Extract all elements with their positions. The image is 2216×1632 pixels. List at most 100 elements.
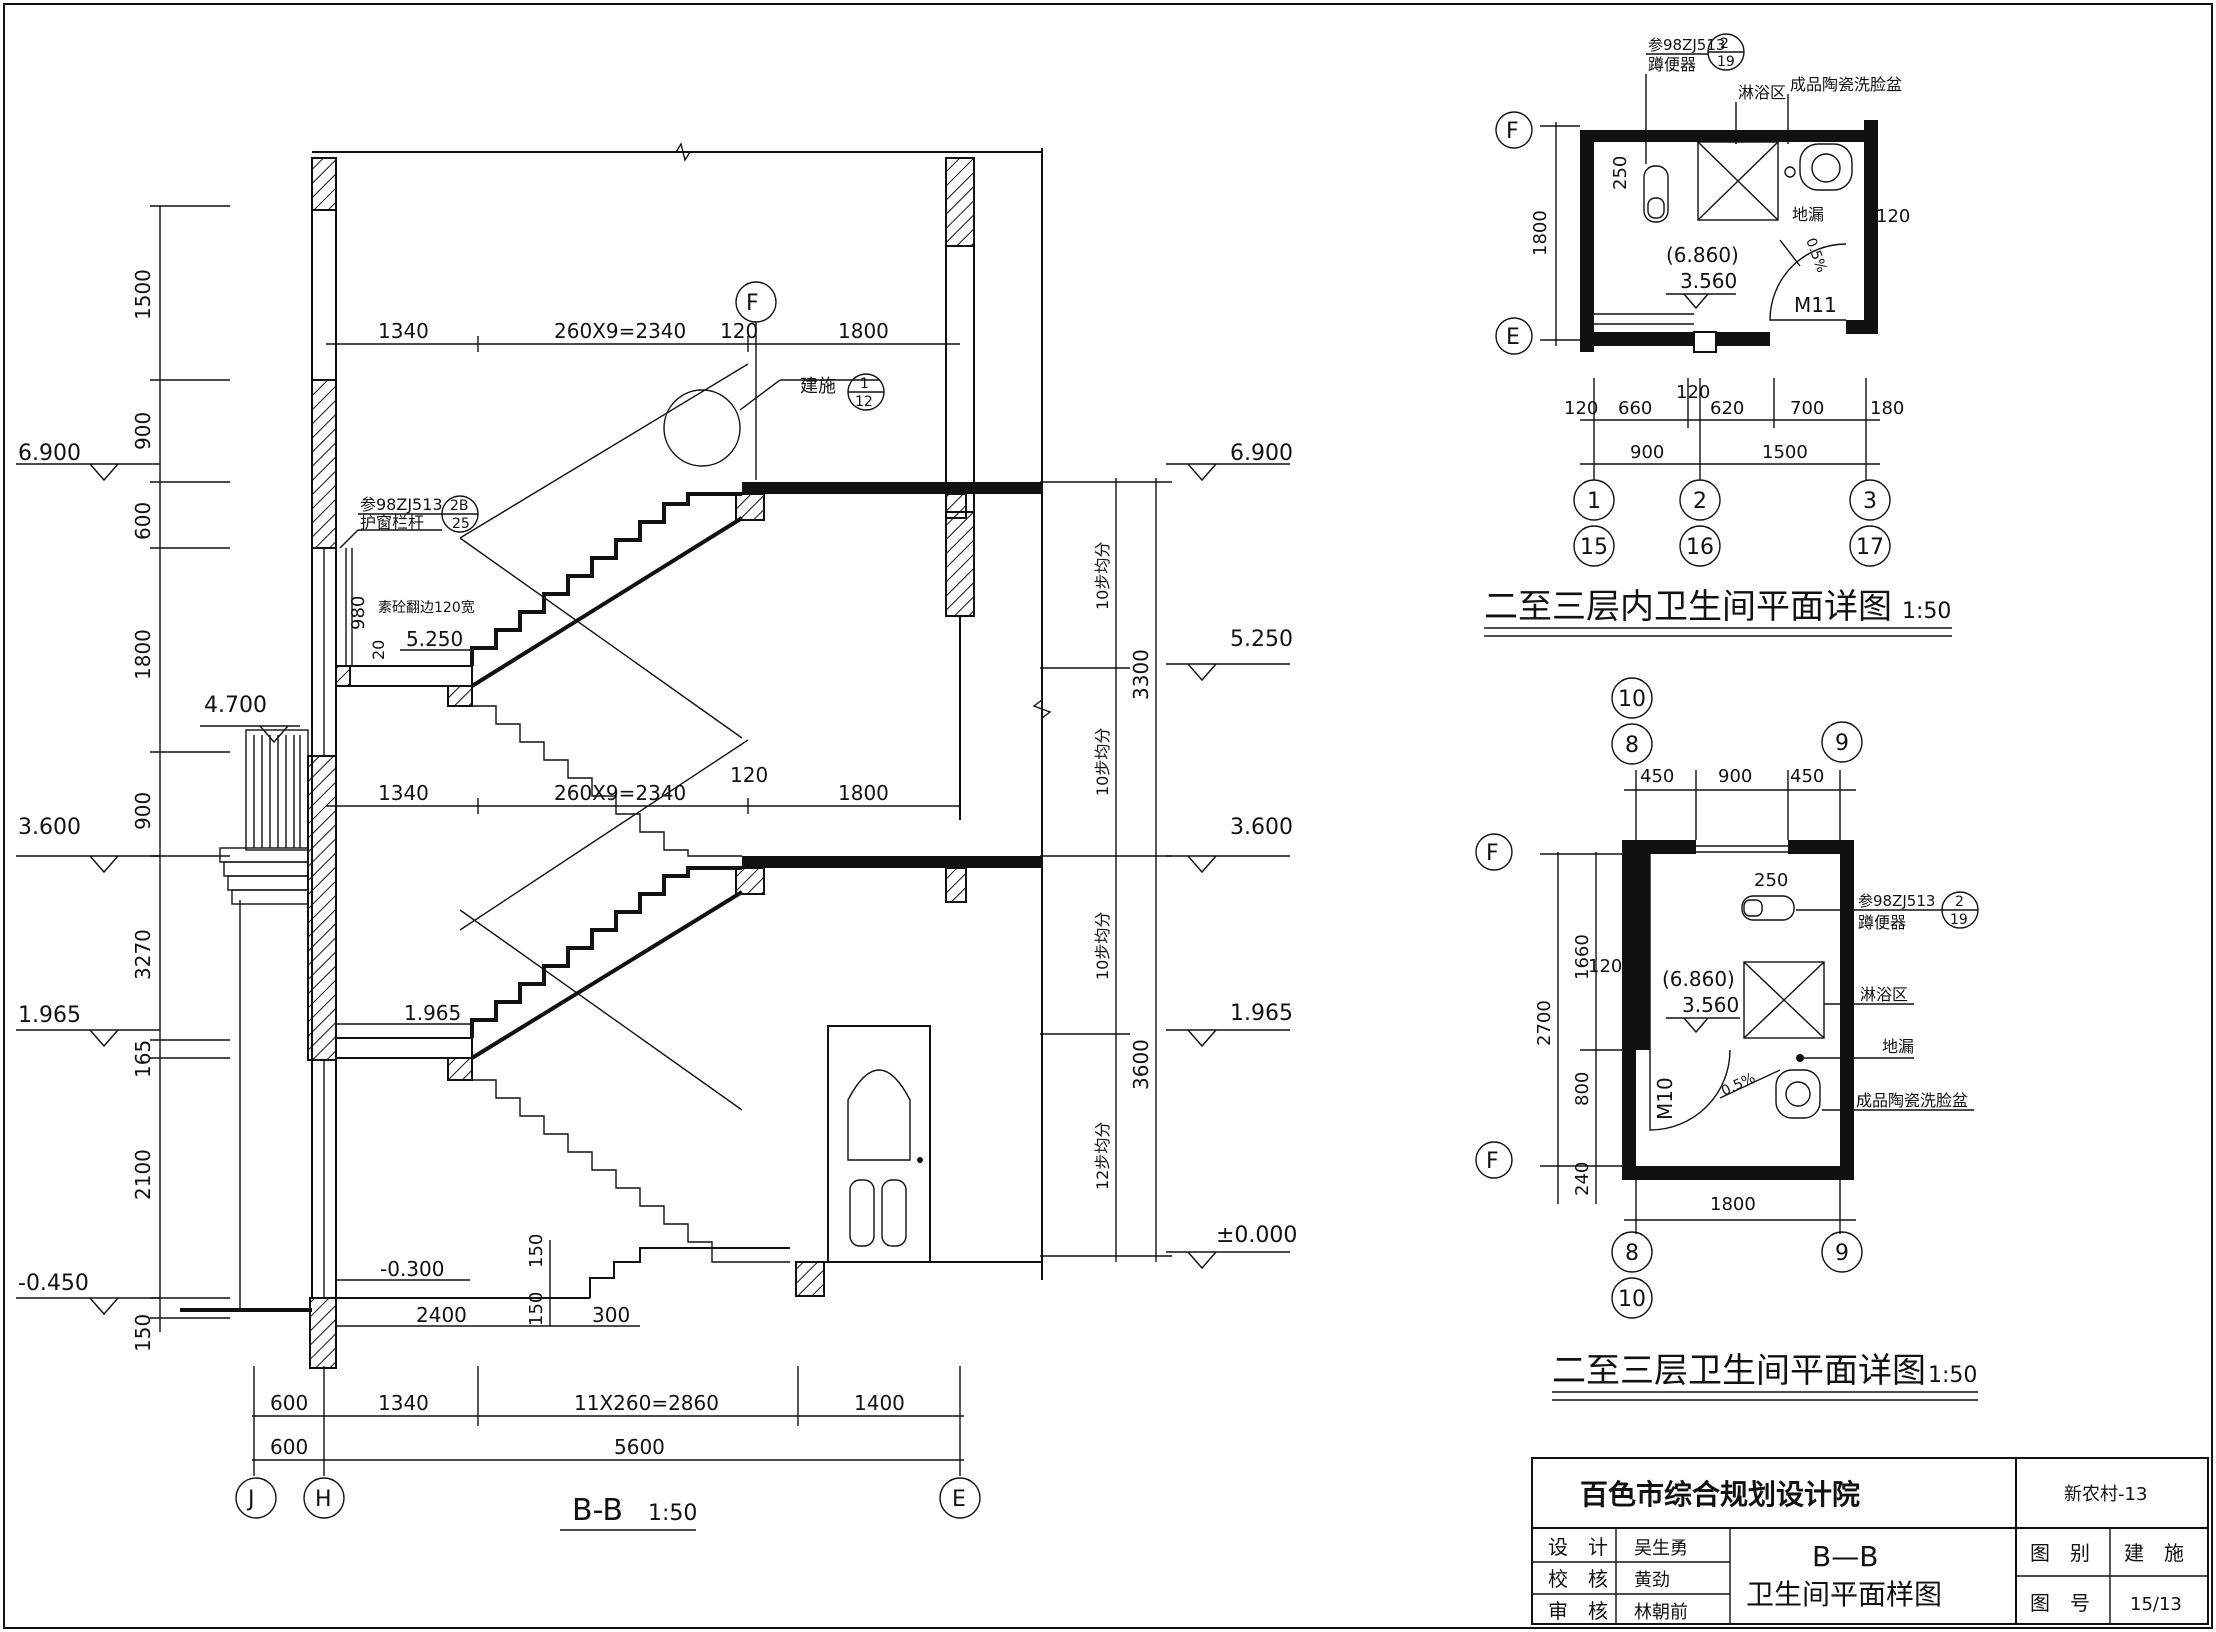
wall-mid-right xyxy=(945,511,975,617)
svg-text:2: 2 xyxy=(1720,36,1729,52)
svg-text:图 号: 图 号 xyxy=(2030,1591,2090,1615)
railing-label: 护窗栏杆 xyxy=(360,513,424,532)
svg-text:3600: 3600 xyxy=(1129,1039,1153,1090)
svg-text:120: 120 xyxy=(730,763,768,787)
door-elevation xyxy=(827,1025,931,1263)
svg-text:3.560: 3.560 xyxy=(1680,269,1737,293)
svg-text:1:50: 1:50 xyxy=(1902,599,1951,624)
svg-text:参98ZJ513: 参98ZJ513 xyxy=(1858,892,1935,910)
svg-text:±0.000: ±0.000 xyxy=(1216,1223,1297,1248)
svg-text:吴生勇: 吴生勇 xyxy=(1634,1538,1688,1559)
svg-text:8: 8 xyxy=(1625,1241,1639,1266)
level-mark-left: 6.900 4.700 3.600 1.965 -0.450 xyxy=(16,441,300,1316)
wall-top-right xyxy=(945,157,975,247)
svg-text:图 别: 图 别 xyxy=(2030,1541,2090,1565)
svg-text:1: 1 xyxy=(1587,489,1601,514)
svg-text:1400: 1400 xyxy=(854,1391,905,1415)
svg-text:260X9=2340: 260X9=2340 xyxy=(554,781,686,805)
svg-text:1800: 1800 xyxy=(838,781,889,805)
svg-text:6.900: 6.900 xyxy=(18,441,81,466)
svg-text:10: 10 xyxy=(1618,687,1646,712)
title-block: 百色市综合规划设计院 新农村-13 设 计 吴生勇 校 核 黄劲 审 核 林朝前… xyxy=(1531,1457,2209,1625)
plan-bathroom: 参98ZJ513 2 19 蹲便器 淋浴区 地漏 成品陶瓷洗脸盆 (6.860)… xyxy=(1475,677,1979,1401)
svg-text:校 核: 校 核 xyxy=(1548,1567,1608,1591)
svg-text:5.250: 5.250 xyxy=(406,627,463,651)
svg-text:淋浴区: 淋浴区 xyxy=(1860,985,1908,1004)
svg-text:参98ZJ513: 参98ZJ513 xyxy=(1648,36,1725,54)
svg-text:E: E xyxy=(952,1487,966,1512)
ref1-label: 建施 xyxy=(800,376,836,397)
svg-text:F: F xyxy=(1486,1149,1499,1174)
svg-text:165: 165 xyxy=(131,1040,155,1078)
svg-text:淋浴区: 淋浴区 xyxy=(1738,83,1786,102)
svg-text:4.700: 4.700 xyxy=(204,693,267,718)
section-title: B-B xyxy=(572,1493,623,1528)
svg-text:700: 700 xyxy=(1790,398,1824,419)
ref2-label: 参98ZJ513 xyxy=(360,495,443,514)
axis-j xyxy=(235,1477,277,1519)
svg-text:900: 900 xyxy=(1718,766,1752,787)
svg-text:1800: 1800 xyxy=(838,319,889,343)
wall-base-left xyxy=(309,1297,337,1369)
svg-text:审 核: 审 核 xyxy=(1548,1599,1608,1623)
floor-3600 xyxy=(742,856,1042,868)
svg-text:J: J xyxy=(246,1487,255,1512)
svg-text:1800: 1800 xyxy=(1530,210,1551,256)
drawing-name-1: B—B xyxy=(1812,1540,1878,1573)
svg-text:H: H xyxy=(315,1487,332,1512)
svg-text:240: 240 xyxy=(1572,1162,1593,1196)
svg-text:6.900: 6.900 xyxy=(1230,441,1293,466)
svg-text:F: F xyxy=(746,291,759,316)
svg-text:1.965: 1.965 xyxy=(404,1001,461,1025)
svg-text:120: 120 xyxy=(1588,956,1622,977)
svg-text:1.965: 1.965 xyxy=(18,1003,81,1028)
svg-text:120: 120 xyxy=(720,319,758,343)
svg-text:16: 16 xyxy=(1686,535,1714,560)
plan2-title: 二至三层卫生间平面详图 xyxy=(1552,1351,1926,1391)
svg-text:M11: M11 xyxy=(1794,293,1837,317)
svg-text:19: 19 xyxy=(1717,54,1735,70)
svg-text:建 施: 建 施 xyxy=(2124,1541,2184,1565)
svg-text:-0.450: -0.450 xyxy=(18,1271,89,1296)
wall-top-left xyxy=(311,157,337,211)
svg-text:2: 2 xyxy=(1955,894,1964,910)
svg-text:600: 600 xyxy=(270,1391,308,1415)
sill-label: 素砼翻边120宽 xyxy=(378,599,475,616)
svg-text:3.560: 3.560 xyxy=(1682,993,1739,1017)
project-code: 新农村-13 xyxy=(2064,1484,2147,1505)
svg-text:10: 10 xyxy=(1618,1287,1646,1312)
svg-text:12步均分: 12步均分 xyxy=(1093,1122,1112,1190)
section-scale: 1:50 xyxy=(648,1501,697,1526)
svg-text:F: F xyxy=(1486,841,1499,866)
svg-text:15/13: 15/13 xyxy=(2130,1594,2182,1615)
svg-text:600: 600 xyxy=(270,1435,308,1459)
svg-text:660: 660 xyxy=(1618,398,1652,419)
svg-text:900: 900 xyxy=(1630,442,1664,463)
svg-text:1: 1 xyxy=(860,376,869,392)
svg-text:5.250: 5.250 xyxy=(1230,627,1293,652)
svg-text:800: 800 xyxy=(1572,1072,1593,1106)
svg-text:120: 120 xyxy=(1676,382,1710,403)
svg-text:1800: 1800 xyxy=(1710,1194,1756,1215)
svg-text:3.600: 3.600 xyxy=(1230,815,1293,840)
svg-text:林朝前: 林朝前 xyxy=(1634,1602,1688,1623)
svg-text:F: F xyxy=(1506,119,1519,144)
section-bb: 建施 1 12 参98ZJ513 2B 25 护窗栏杆 素砼翻边120宽 980… xyxy=(16,142,1297,1531)
svg-text:设 计: 设 计 xyxy=(1548,1535,1608,1559)
svg-text:12: 12 xyxy=(855,394,873,410)
svg-text:10步均分: 10步均分 xyxy=(1093,912,1112,980)
svg-text:19: 19 xyxy=(1950,912,1968,928)
svg-text:10步均分: 10步均分 xyxy=(1093,542,1112,610)
svg-text:600: 600 xyxy=(131,502,155,540)
svg-text:450: 450 xyxy=(1640,766,1674,787)
svg-text:E: E xyxy=(1506,325,1520,350)
svg-text:2: 2 xyxy=(1693,489,1707,514)
level-mark-right: 6.900 5.250 3.600 1.965 ±0.000 xyxy=(1166,441,1297,1270)
svg-text:180: 180 xyxy=(1870,398,1904,419)
svg-text:2100: 2100 xyxy=(131,1149,155,1200)
svg-text:980: 980 xyxy=(348,596,369,630)
svg-text:(6.860): (6.860) xyxy=(1666,243,1739,267)
svg-text:900: 900 xyxy=(131,792,155,830)
svg-text:-0.300: -0.300 xyxy=(380,1257,444,1281)
